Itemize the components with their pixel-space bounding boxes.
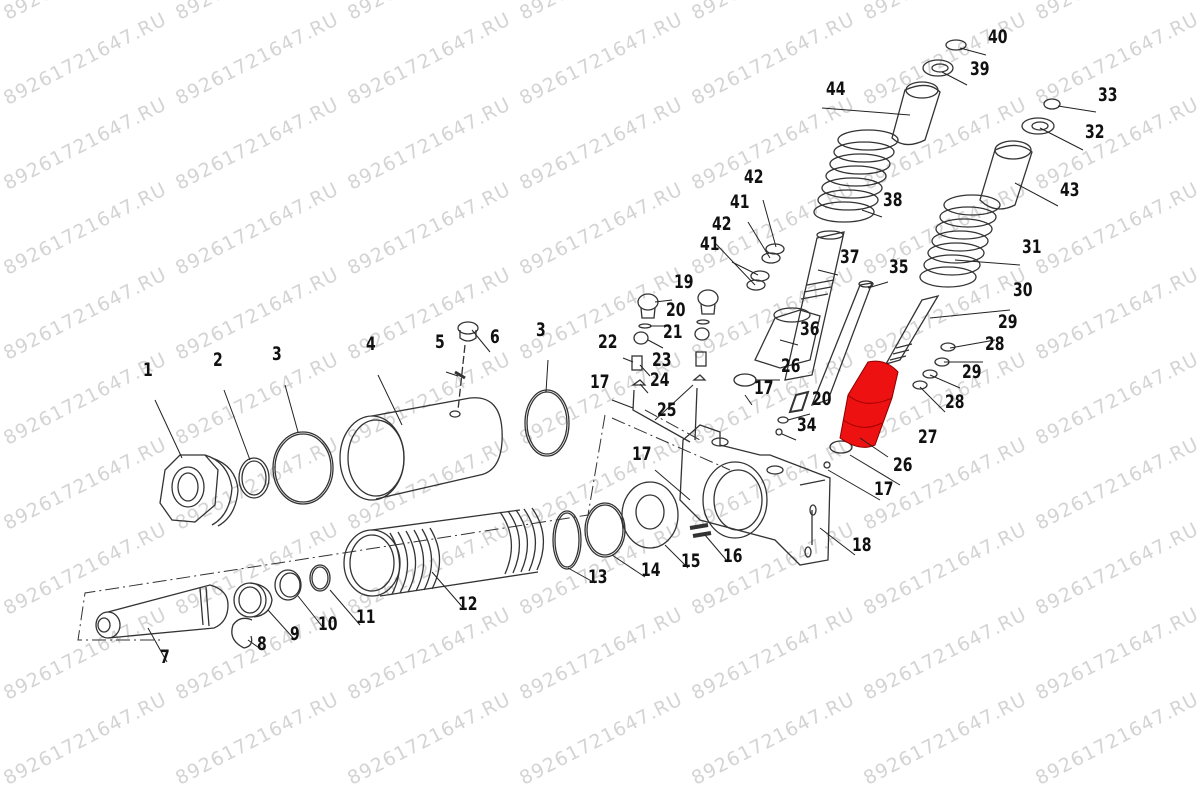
part-label-17[interactable]: 17 (632, 443, 652, 465)
part-label-9[interactable]: 9 (290, 623, 300, 645)
part-35-plunger (788, 280, 874, 414)
part-36-valve-sleeve (754, 307, 821, 369)
part-label-29[interactable]: 29 (962, 361, 982, 383)
part-label-17[interactable]: 17 (590, 371, 610, 393)
part-label-22[interactable]: 22 (598, 331, 618, 353)
part-38-spring (813, 129, 899, 223)
part-label-42[interactable]: 42 (744, 166, 764, 188)
part-label-2[interactable]: 2 (213, 349, 223, 371)
part-label-14[interactable]: 14 (641, 559, 661, 581)
part-label-24[interactable]: 24 (650, 369, 670, 391)
part-label-31[interactable]: 31 (1022, 236, 1042, 258)
part-39-washer (922, 59, 954, 77)
part-40-ring (945, 39, 967, 51)
part-label-19[interactable]: 19 (674, 271, 694, 293)
part-label-1[interactable]: 1 (143, 359, 153, 381)
part-label-37[interactable]: 37 (840, 246, 860, 268)
part-label-18[interactable]: 18 (852, 534, 872, 556)
part-label-15[interactable]: 15 (681, 550, 701, 572)
part-label-44[interactable]: 44 (826, 78, 846, 100)
part-43-cap (979, 140, 1033, 210)
part-label-33[interactable]: 33 (1098, 84, 1118, 106)
part-2-ring (238, 457, 270, 499)
part-7-piston-rod (95, 584, 229, 639)
part-label-11[interactable]: 11 (356, 606, 376, 628)
part-37-pilot-tube (784, 230, 845, 381)
part-label-3[interactable]: 3 (272, 343, 282, 365)
part-label-30[interactable]: 30 (1013, 279, 1033, 301)
part-label-21[interactable]: 21 (663, 321, 683, 343)
part-label-28[interactable]: 28 (985, 333, 1005, 355)
part-label-39[interactable]: 39 (970, 58, 990, 80)
part-label-28[interactable]: 28 (945, 391, 965, 413)
part-label-29[interactable]: 29 (998, 311, 1018, 333)
part-4-cylinder-barrel (339, 397, 503, 501)
part-18-pump-body (679, 424, 831, 566)
part-label-8[interactable]: 8 (257, 633, 267, 655)
part-label-20[interactable]: 20 (666, 299, 686, 321)
part-label-25[interactable]: 25 (657, 399, 677, 421)
part-16-set-screws (689, 523, 712, 538)
part-label-6[interactable]: 6 (490, 326, 500, 348)
part-3-oring (272, 431, 334, 505)
assembly-centerline (77, 414, 606, 641)
part-label-20[interactable]: 20 (812, 388, 832, 410)
part-label-35[interactable]: 35 (889, 256, 909, 278)
part-44-cap (891, 81, 941, 146)
part-label-36[interactable]: 36 (800, 318, 820, 340)
part-label-3[interactable]: 3 (536, 319, 546, 341)
part-3-oring-2 (524, 389, 570, 457)
part-label-5[interactable]: 5 (435, 331, 445, 353)
part-26-washer (733, 373, 757, 387)
part-label-17[interactable]: 17 (874, 478, 894, 500)
part-5-pin (454, 370, 466, 380)
diagram-drawing (77, 39, 1097, 663)
part-32-washer (1021, 117, 1055, 135)
part-label-7[interactable]: 7 (160, 646, 170, 668)
part-label-41[interactable]: 41 (730, 191, 750, 213)
part-label-34[interactable]: 34 (797, 414, 817, 436)
part-33-ring (1043, 98, 1061, 110)
part-11-ring (309, 564, 331, 592)
part-31-spring (919, 194, 1001, 288)
part-label-13[interactable]: 13 (588, 566, 608, 588)
part-30-stem (884, 294, 940, 366)
part-label-10[interactable]: 10 (318, 613, 338, 635)
part-label-16[interactable]: 16 (723, 545, 743, 567)
valve-group-left (630, 289, 719, 443)
leader-lines (147, 47, 1097, 663)
part-label-41[interactable]: 41 (700, 233, 720, 255)
part-8-snap-ring (231, 617, 253, 649)
part-1-gland-nut (159, 454, 239, 527)
part-label-4[interactable]: 4 (366, 333, 376, 355)
part-10-seal (274, 569, 302, 601)
part-6-plug (457, 321, 479, 342)
part-14-ring (584, 502, 626, 558)
part-label-23[interactable]: 23 (652, 349, 672, 371)
part-label-32[interactable]: 32 (1085, 121, 1105, 143)
part-label-26[interactable]: 26 (893, 454, 913, 476)
part-label-40[interactable]: 40 (988, 26, 1008, 48)
part-27-highlighted[interactable] (839, 360, 899, 448)
part-label-43[interactable]: 43 (1060, 179, 1080, 201)
part-12-threaded-tube (343, 507, 545, 597)
part-label-12[interactable]: 12 (458, 593, 478, 615)
part-label-38[interactable]: 38 (883, 189, 903, 211)
part-26-washer-2 (829, 440, 853, 454)
part-15-washer (621, 481, 679, 549)
part-label-42[interactable]: 42 (712, 213, 732, 235)
part-label-27[interactable]: 27 (918, 426, 938, 448)
part-13-ring (552, 510, 582, 570)
part-label-26[interactable]: 26 (781, 355, 801, 377)
part-label-17[interactable]: 17 (754, 377, 774, 399)
